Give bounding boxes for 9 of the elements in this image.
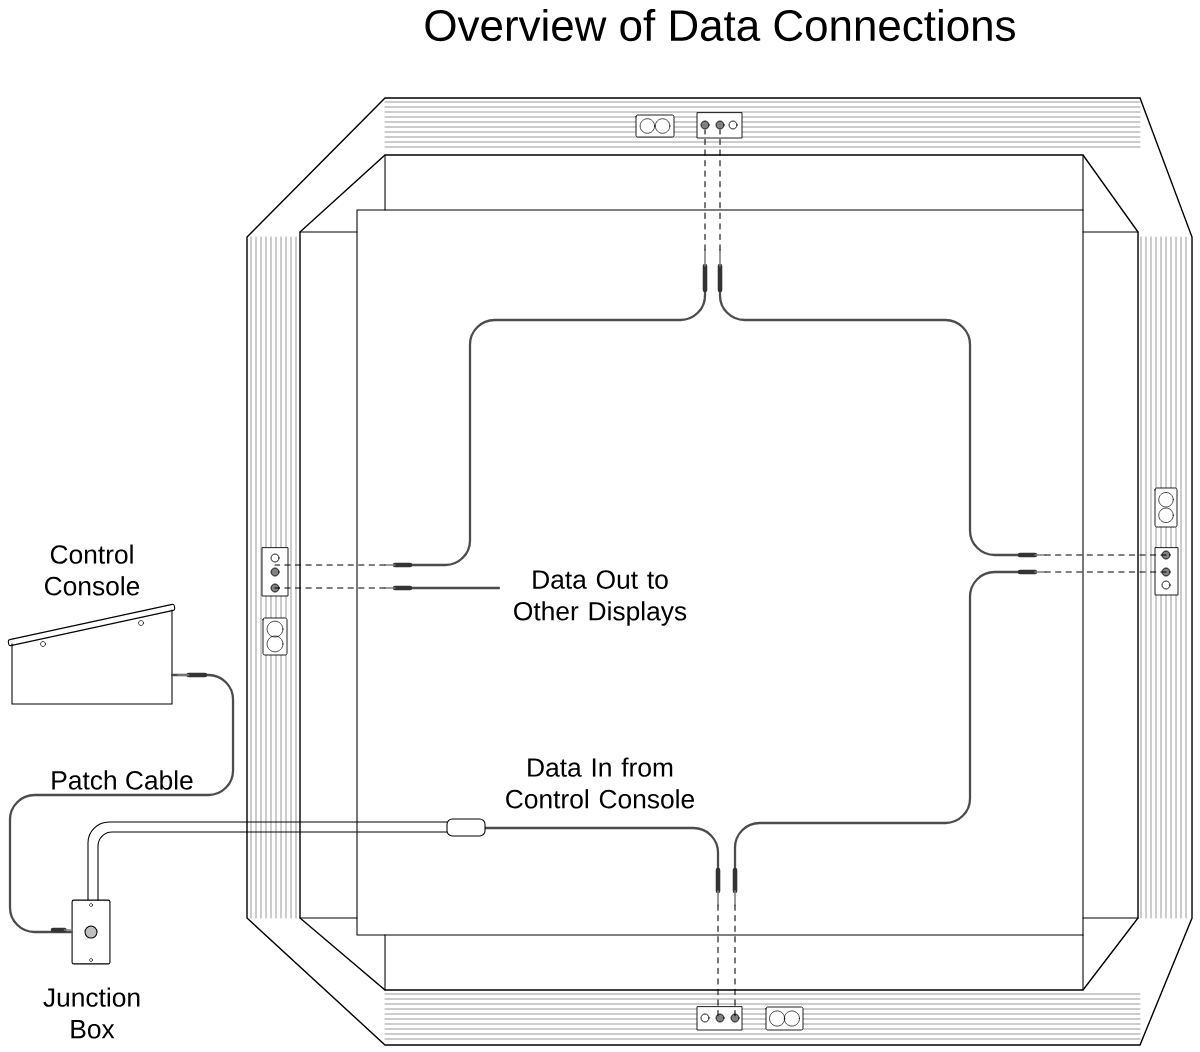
patch-cable <box>8 672 235 934</box>
cable-label: Data In from Control Console <box>506 757 694 809</box>
node-label: Junction Box <box>43 987 140 1039</box>
cable-label: Data Out to Other Displays <box>514 570 687 626</box>
control-console: Control Console <box>7 544 176 705</box>
junction-box: Junction Box <box>43 899 140 1039</box>
title: Overview of Data Connections <box>425 8 1015 42</box>
edge-label: Patch Cable <box>52 770 193 790</box>
node-label: Control Console <box>45 544 140 596</box>
